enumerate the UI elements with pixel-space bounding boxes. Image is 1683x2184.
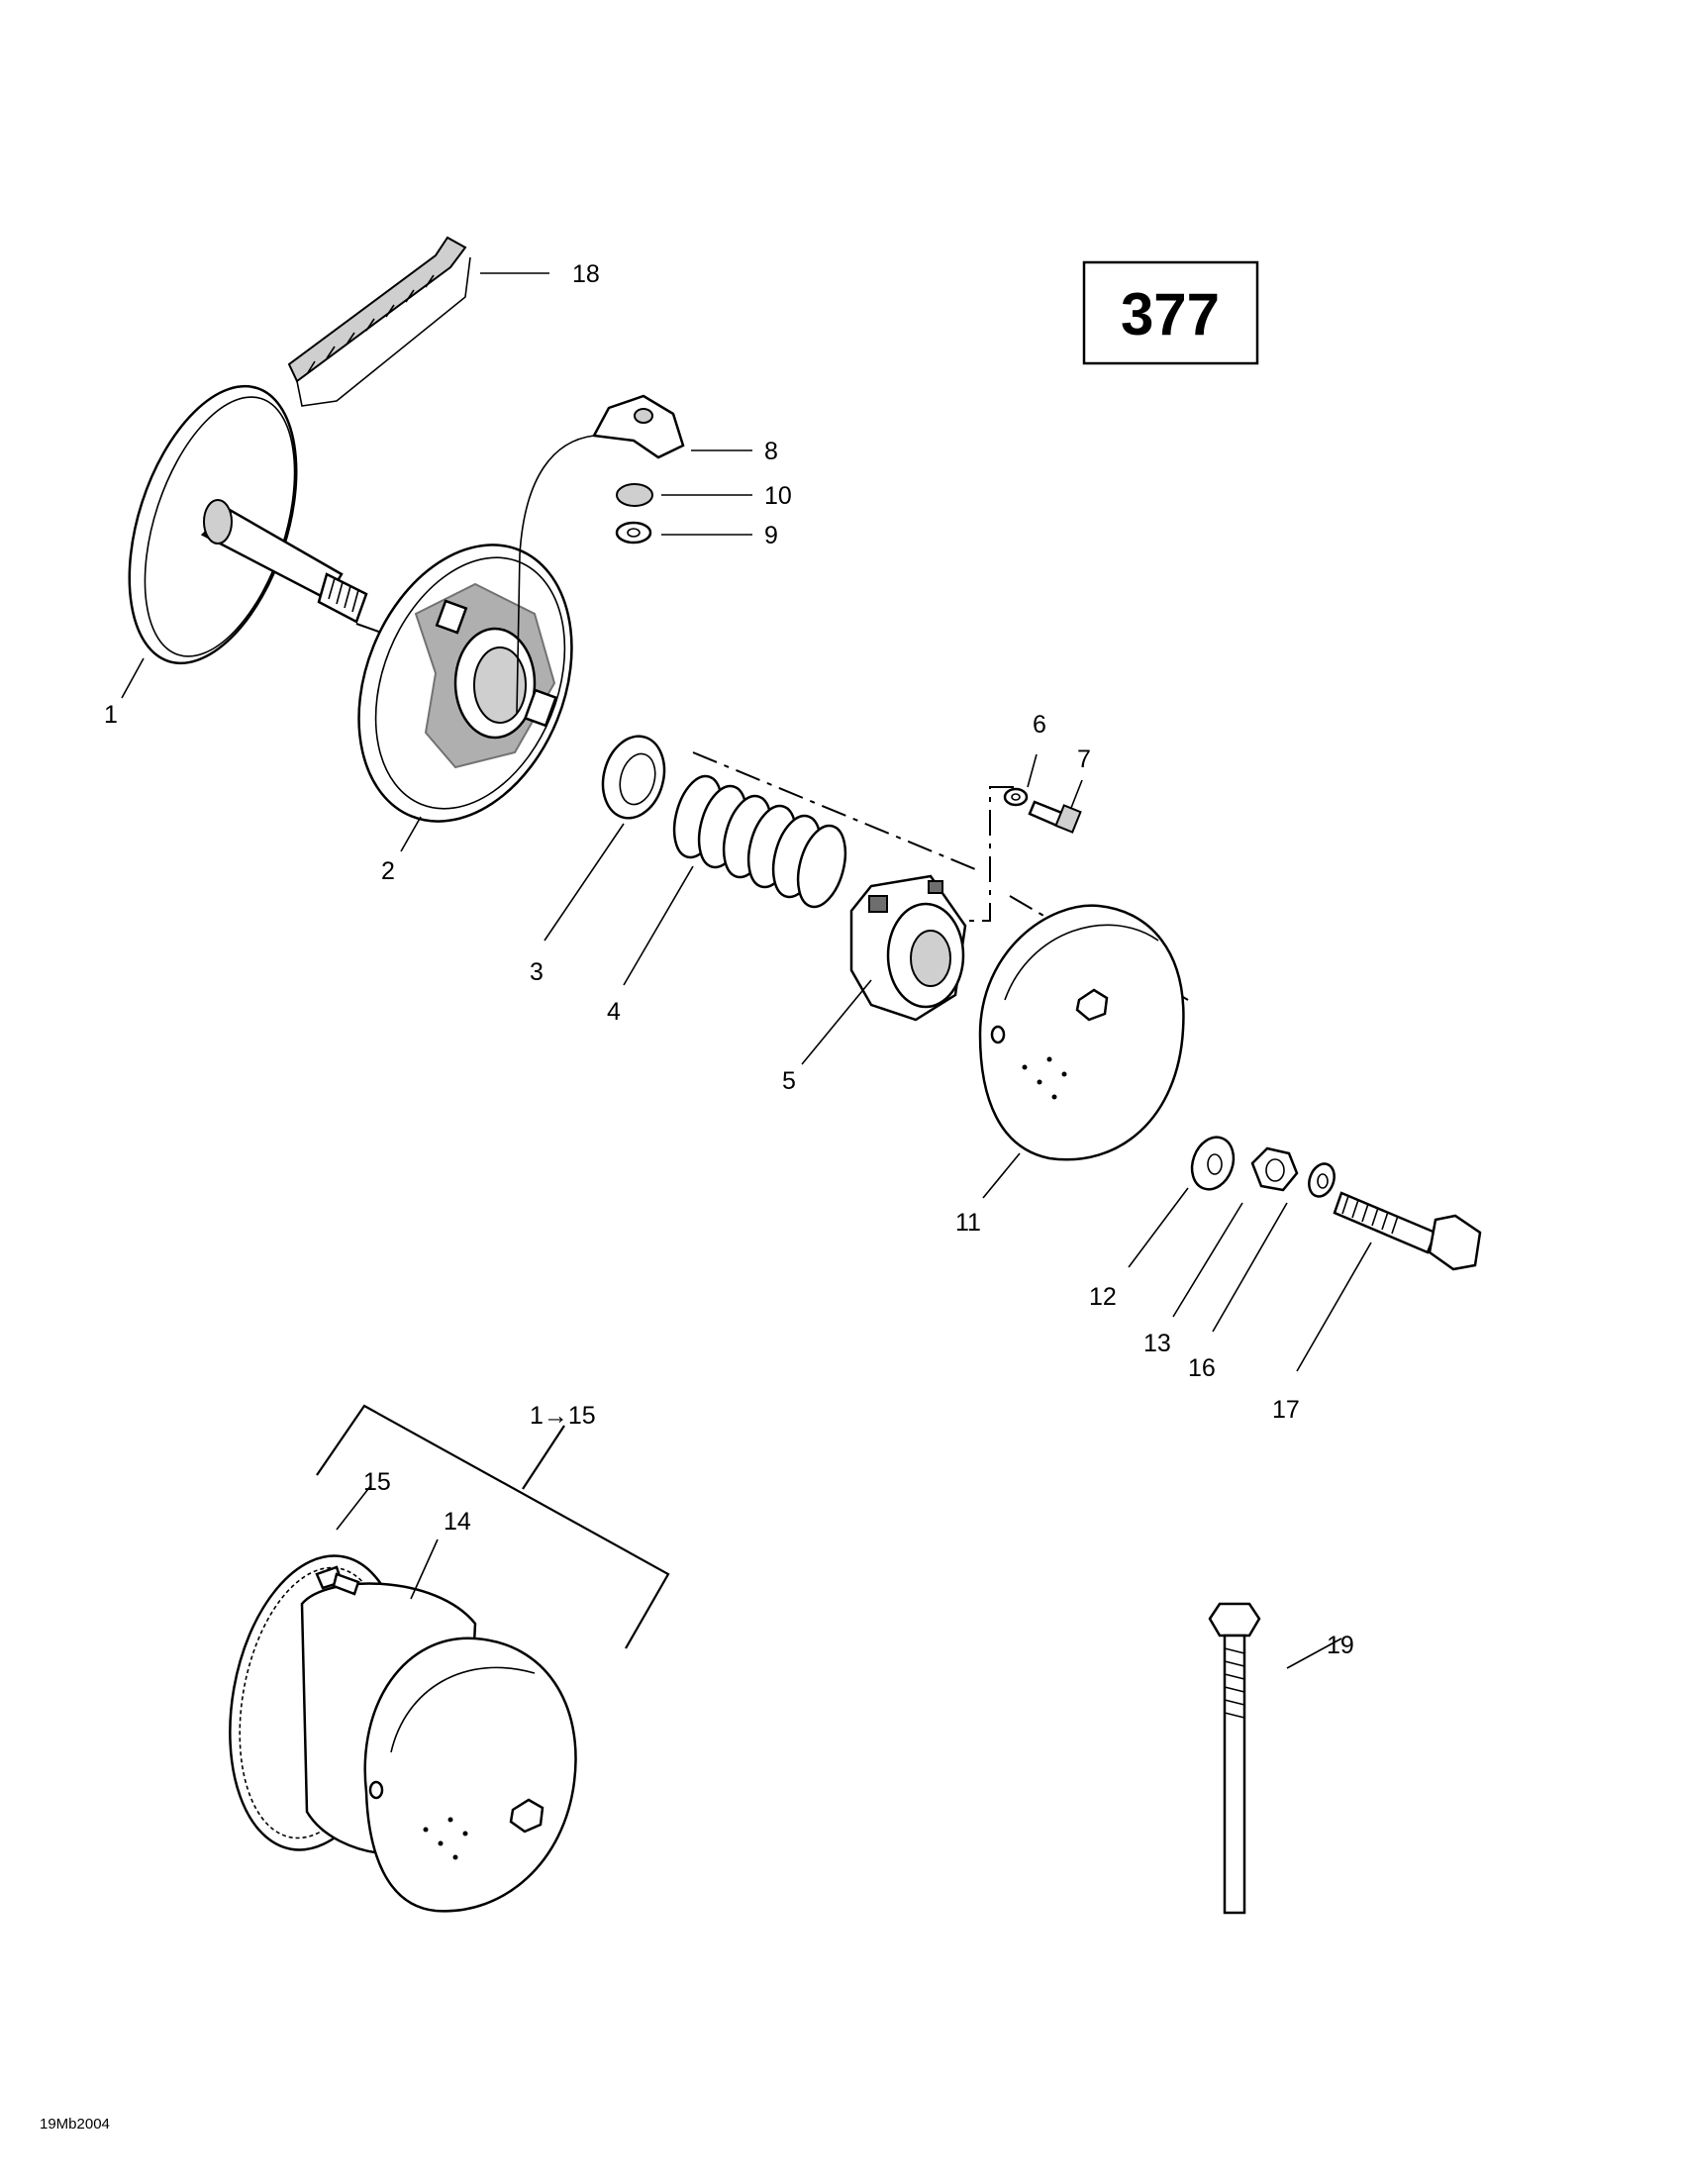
slider-shoe-leader bbox=[516, 435, 595, 714]
callout-10: 10 bbox=[764, 482, 792, 510]
slider-shoe bbox=[592, 394, 685, 459]
callout-14: 14 bbox=[444, 1508, 471, 1536]
callout-6: 6 bbox=[1033, 711, 1046, 739]
cushion bbox=[616, 483, 653, 507]
cover bbox=[978, 904, 1185, 1161]
callout-15: 15 bbox=[363, 1468, 391, 1496]
callout-17: 17 bbox=[1272, 1396, 1300, 1424]
callout-4: 4 bbox=[607, 998, 621, 1026]
callout-19: 19 bbox=[1327, 1632, 1354, 1659]
assembly-bracket bbox=[316, 1404, 670, 1649]
leader-lines bbox=[121, 272, 1372, 1669]
cam bbox=[849, 874, 967, 1022]
assembly-screw bbox=[315, 1565, 360, 1596]
callout-11: 11 bbox=[955, 1209, 981, 1237]
callout-labels: 18 8 10 9 1 2 3 4 5 6 7 11 12 13 16 17 1… bbox=[104, 260, 1354, 1659]
callout-1: 1 bbox=[104, 701, 118, 729]
callout-2: 2 bbox=[381, 857, 395, 885]
slider-washer bbox=[615, 521, 652, 545]
page-number: 377 bbox=[1121, 281, 1220, 347]
cover-washer bbox=[1190, 1136, 1236, 1191]
cover-bolt bbox=[1333, 1191, 1482, 1271]
lock-washer bbox=[1308, 1162, 1336, 1198]
callout-13: 13 bbox=[1143, 1330, 1171, 1357]
long-bolt bbox=[1208, 1602, 1261, 1915]
screw-axis-line bbox=[936, 786, 1020, 922]
callout-18: 18 bbox=[572, 260, 600, 288]
callout-3: 3 bbox=[530, 958, 544, 986]
drive-pulley-assembly bbox=[229, 1554, 577, 1913]
callout-12: 12 bbox=[1089, 1283, 1117, 1311]
callout-7: 7 bbox=[1077, 745, 1091, 773]
callout-assembly: 1→15 bbox=[530, 1402, 596, 1430]
lock-nut bbox=[1250, 1146, 1299, 1192]
cam-screw bbox=[1028, 800, 1082, 834]
cam-washer bbox=[1003, 787, 1029, 807]
drawing-code: 19Mb2004 bbox=[40, 2116, 110, 2133]
spring bbox=[672, 774, 847, 909]
page-number-box: 377 bbox=[1082, 260, 1259, 365]
callout-5: 5 bbox=[782, 1067, 796, 1095]
callout-9: 9 bbox=[764, 522, 778, 549]
drive-belt bbox=[287, 236, 471, 407]
sliding-sheave bbox=[357, 544, 573, 823]
fixed-sheave bbox=[128, 384, 368, 665]
callout-8: 8 bbox=[764, 438, 778, 465]
spring-seat bbox=[601, 735, 666, 820]
callout-16: 16 bbox=[1188, 1354, 1216, 1382]
